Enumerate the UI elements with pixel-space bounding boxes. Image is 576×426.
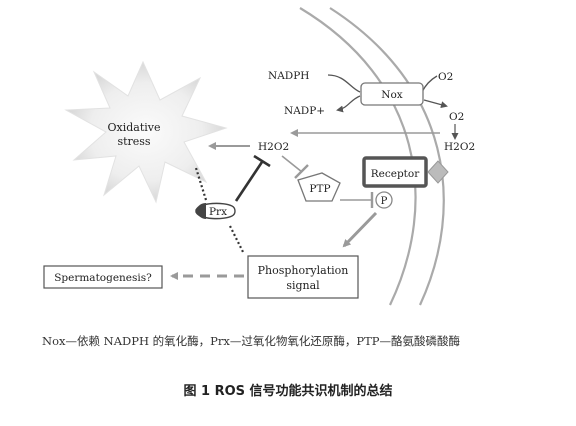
phosphorylation-label-line1: Phosphorylation [258,264,349,277]
spermatogenesis-label: Spermatogenesis? [54,272,152,284]
nox-to-nadp-curve [336,95,361,113]
receptor-label: Receptor [371,168,420,180]
prx-label: Prx [209,206,227,218]
oxidative-stress-star [64,60,228,204]
prx-to-signal-dotted [229,225,245,255]
membrane-inner-line [329,7,445,306]
nox-box [360,82,424,106]
arrow-receptor-to-signal [342,211,378,248]
oxidative-stress-label-line1: Oxidative [107,121,160,134]
membrane-outer-line [299,7,417,306]
h2o2-ptp-inhibit-line [281,155,303,173]
prx-to-stress-dotted [194,167,208,201]
o2-top-label: O2 [438,71,453,83]
nox-label: Nox [381,89,403,101]
nadph-to-nox-curve [327,74,361,93]
phosphate-circle [375,191,393,209]
ptp-shape [297,172,341,202]
receptor-ligand-diamond [427,160,449,184]
arrow-nox-to-o2 [423,99,448,109]
nadp-label: NADP+ [284,105,325,117]
prx-h2o2-inhibit-line [234,161,264,202]
oxidative-stress-label-line2: stress [117,135,150,148]
h2o2-ptp-inhibit-bar [294,164,309,179]
ptp-label: PTP [309,183,330,195]
figure-title: 图 1 ROS 信号功能共识机制的总结 [183,384,393,399]
phosphorylation-label-line2: signal [286,279,320,292]
prx-dark-cap-left [196,203,206,219]
h2o2-right-label: H2O2 [444,141,475,153]
figure-legend: Nox—依赖 NADPH 的氧化酶，Prx—过氧化物氧化还原酶，PTP—酪氨酸磷… [42,334,461,348]
h2o2-center-label: H2O2 [258,141,289,153]
phosphate-label: P [381,196,388,207]
prx-h2o2-inhibit-bar [253,154,271,168]
spermatogenesis-box [43,265,163,289]
o2-right-label: O2 [449,111,464,123]
o2-to-nox-curve [421,75,438,93]
receptor-box [362,156,428,188]
nadph-label: NADPH [268,70,309,82]
phosphorylation-signal-box [247,255,359,299]
